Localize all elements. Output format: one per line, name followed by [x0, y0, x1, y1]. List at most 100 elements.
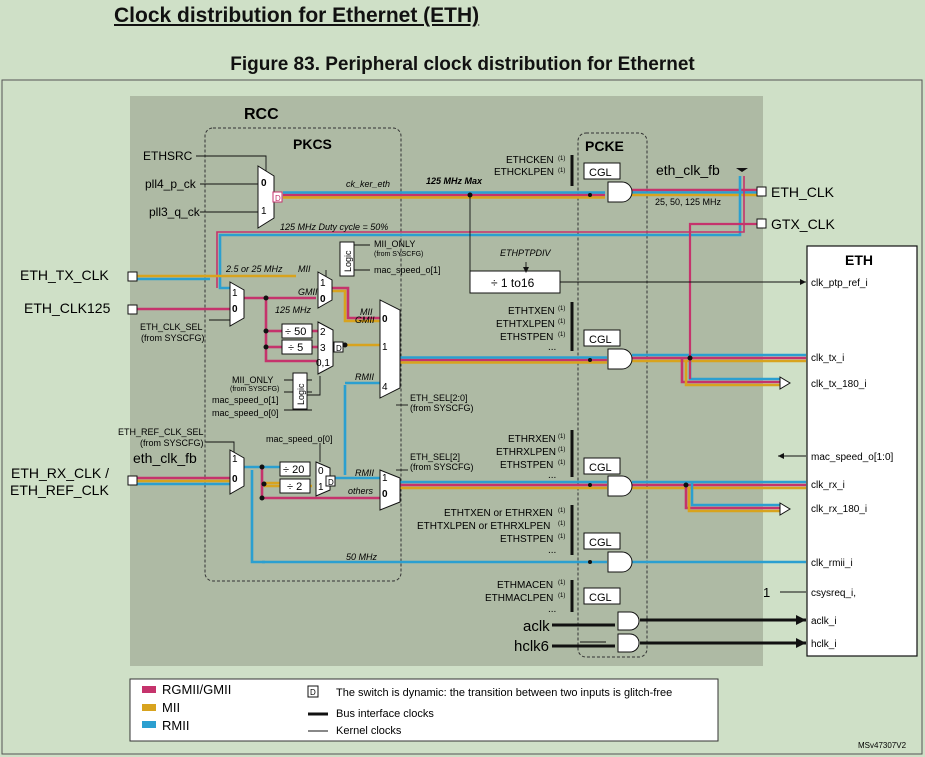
svg-text:1: 1 — [318, 482, 324, 493]
svg-text:D: D — [275, 194, 281, 203]
svg-text:1: 1 — [382, 473, 388, 484]
svg-text:(from SYSCFG): (from SYSCFG) — [374, 251, 423, 258]
mux-div — [317, 321, 334, 375]
svg-text:1: 1 — [232, 288, 238, 299]
svg-text:GMII: GMII — [355, 315, 375, 325]
gtx-clk-label: GTX_CLK — [771, 216, 835, 232]
svg-text:2.5 or 25 MHz: 2.5 or 25 MHz — [225, 264, 283, 274]
svg-text:(1): (1) — [558, 534, 565, 540]
svg-text:(1): (1) — [558, 168, 565, 174]
svg-text:...: ... — [548, 342, 556, 353]
svg-text:clk_tx_180_i: clk_tx_180_i — [811, 379, 867, 390]
svg-text:MII_ONLY: MII_ONLY — [374, 239, 415, 249]
svg-text:125 MHz Max: 125 MHz Max — [426, 176, 483, 186]
pll4-label: pll4_p_ck — [145, 177, 197, 191]
dividers: ÷ 50 ÷ 5 ÷ 20 ÷ 2 ÷ 1 to16 — [279, 270, 561, 494]
svg-text:ETHSTPEN: ETHSTPEN — [500, 534, 553, 545]
output-labels: ETH_CLK GTX_CLK eth_clk_fb eth_clk_fb — [133, 162, 835, 466]
svg-text:0: 0 — [232, 474, 238, 485]
legend: RGMII/GMII MII RMII D The switch is dyna… — [129, 678, 719, 742]
svg-text:(1): (1) — [558, 460, 565, 466]
svg-text:ETHTXEN: ETHTXEN — [508, 306, 555, 317]
svg-text:RMII: RMII — [355, 372, 374, 382]
eth-tx-clk-label: ETH_TX_CLK — [20, 267, 109, 283]
rcc-label: RCC — [244, 106, 279, 123]
svg-text:1: 1 — [382, 342, 388, 353]
svg-text:GMII: GMII — [298, 287, 318, 297]
svg-text:ETHTXLPEN: ETHTXLPEN — [496, 319, 555, 330]
pcke-gates: CGL CGL CGL CGL CGL — [583, 162, 640, 653]
legend-rgmii: RGMII/GMII — [162, 682, 231, 697]
input-labels: ETHSRC pll4_p_ck pll3_q_ck ETH_TX_CLK ET… — [10, 149, 770, 655]
logic-boxes: Logic Logic — [292, 241, 355, 410]
svg-text:mac_speed_o[0]: mac_speed_o[0] — [266, 434, 333, 444]
aclk-label: aclk — [523, 618, 550, 635]
reference-code: MSv47307V2 — [858, 741, 907, 750]
legend-kernel: Kernel clocks — [336, 725, 402, 737]
csysreq-value: 1 — [763, 585, 770, 600]
svg-text:ETH_CLK_SEL: ETH_CLK_SEL — [140, 322, 203, 332]
mux-tx-in — [229, 281, 245, 327]
svg-text:0: 0 — [261, 178, 267, 189]
traces — [136, 176, 806, 564]
figure-title: Figure 83. Peripheral clock distribution… — [230, 54, 695, 75]
signal-labels: ck_ker_eth 125 MHz Max 125 MHz Duty cycl… — [225, 176, 722, 562]
svg-text:mac_speed_o[1]: mac_speed_o[1] — [374, 265, 441, 275]
svg-text:MII: MII — [298, 264, 311, 274]
svg-text:clk_rx_i: clk_rx_i — [811, 480, 845, 491]
svg-text:ETHSTPEN: ETHSTPEN — [500, 460, 553, 471]
svg-text:mac_speed_o[0]: mac_speed_o[0] — [212, 408, 279, 418]
svg-text:0: 0 — [382, 314, 388, 325]
svg-text:ETH_SEL[2:0]: ETH_SEL[2:0] — [410, 393, 468, 403]
svg-text:ETH_REF_CLK_SEL: ETH_REF_CLK_SEL — [118, 427, 204, 437]
svg-text:(1): (1) — [558, 580, 565, 586]
svg-text:(from SYSCFG): (from SYSCFG) — [410, 462, 474, 472]
svg-text:÷ 2: ÷ 2 — [287, 481, 302, 493]
svg-text:4: 4 — [382, 382, 388, 393]
svg-text:0,1: 0,1 — [316, 358, 330, 369]
svg-text:...: ... — [548, 604, 556, 615]
svg-text:ETHMACEN: ETHMACEN — [497, 580, 553, 591]
svg-text:Logic: Logic — [296, 383, 306, 405]
figure-frame — [1, 79, 923, 755]
svg-text:ETHRXLPEN: ETHRXLPEN — [496, 447, 556, 458]
svg-text:clk_tx_i: clk_tx_i — [811, 353, 844, 364]
pkcs-label: PKCS — [293, 136, 332, 152]
svg-text:MII: MII — [360, 307, 373, 317]
svg-text:ETHPTPDIV: ETHPTPDIV — [500, 248, 552, 258]
legend-mii: MII — [162, 700, 180, 715]
pkcs-block — [204, 127, 402, 582]
svg-text:0: 0 — [318, 466, 324, 477]
svg-text:(1): (1) — [558, 447, 565, 453]
legend-dynamic: The switch is dynamic: the transition be… — [336, 687, 672, 699]
legend-swatch-rgmii — [142, 686, 156, 693]
svg-text:RMII: RMII — [355, 468, 374, 478]
svg-text:2: 2 — [320, 327, 326, 338]
svg-text:csysreq_i,: csysreq_i, — [811, 588, 856, 599]
svg-text:(1): (1) — [558, 319, 565, 325]
mux-eth-sel — [379, 299, 401, 399]
svg-text:aclk_i: aclk_i — [811, 616, 837, 627]
svg-text:(1): (1) — [558, 332, 565, 338]
svg-text:125 MHz Duty cycle = 50%: 125 MHz Duty cycle = 50% — [280, 222, 388, 232]
legend-rmii: RMII — [162, 718, 189, 733]
svg-text:hclk_i: hclk_i — [811, 639, 837, 650]
svg-text:ETHSTPEN: ETHSTPEN — [500, 332, 553, 343]
eth-label: ETH — [845, 252, 873, 268]
svg-text:25, 50, 125 MHz: 25, 50, 125 MHz — [655, 197, 722, 207]
svg-text:125 MHz: 125 MHz — [275, 305, 312, 315]
svg-text:D: D — [328, 478, 334, 487]
svg-text:CGL: CGL — [589, 537, 612, 549]
ethsrc-label: ETHSRC — [143, 149, 193, 163]
svg-text:0: 0 — [320, 294, 326, 305]
eth-ports: clk_ptp_ref_i clk_tx_i clk_tx_180_i mac_… — [811, 278, 894, 650]
svg-text:clk_rx_180_i: clk_rx_180_i — [811, 504, 867, 515]
svg-text:ETHMACLPEN: ETHMACLPEN — [485, 593, 553, 604]
legend-swatch-mii — [142, 704, 156, 711]
svg-text:1: 1 — [232, 454, 238, 465]
svg-text:(1): (1) — [558, 521, 565, 527]
svg-text:1: 1 — [320, 278, 326, 289]
svg-text:CGL: CGL — [589, 167, 612, 179]
pll3-label: pll3_q_ck — [149, 205, 201, 219]
